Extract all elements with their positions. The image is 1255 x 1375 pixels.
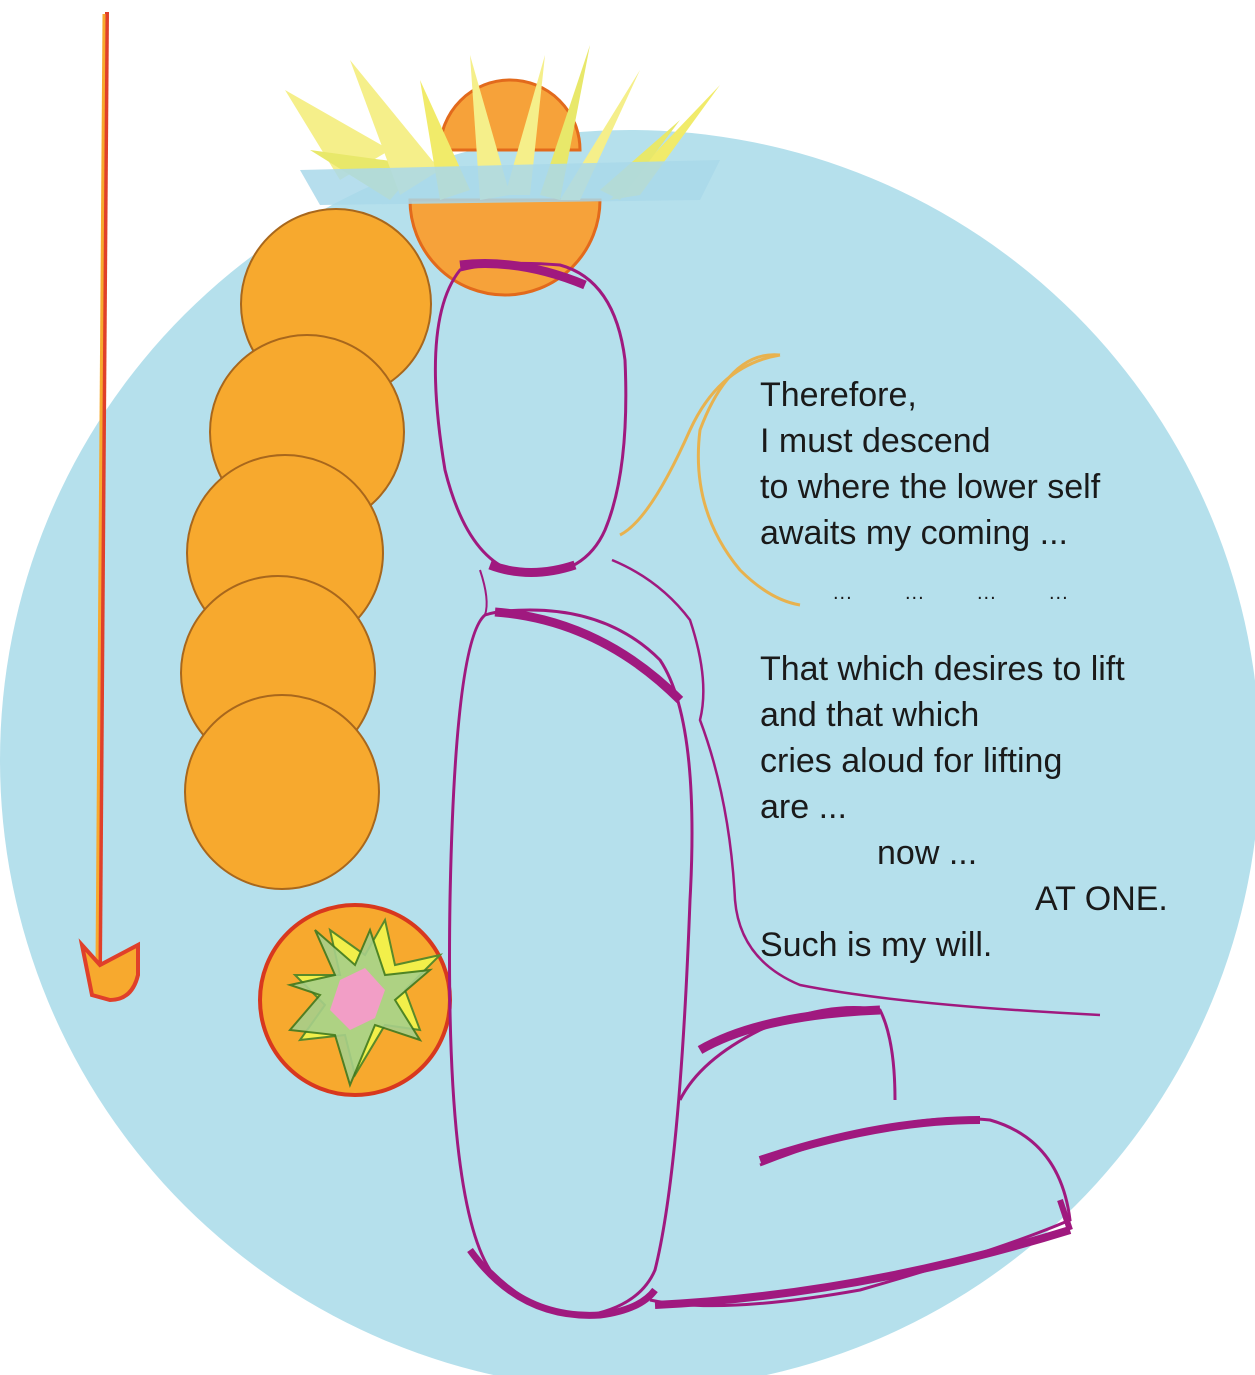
ellipsis-mark: ...	[1049, 570, 1069, 617]
flower-medallion	[260, 905, 450, 1095]
poem-line: and that which	[760, 692, 979, 739]
poem-line: Therefore,	[760, 372, 917, 419]
poem-line: cries aloud for lifting	[760, 738, 1062, 785]
orange-circle	[185, 695, 379, 889]
poem-line: That which desires to lift	[760, 646, 1125, 693]
poem-line: I must descend	[760, 418, 991, 465]
poem-line: awaits my coming ...	[760, 510, 1068, 557]
poem-line-closing: Such is my will.	[760, 922, 992, 969]
poem-line: are ...	[760, 784, 847, 831]
poem-line-at-one: AT ONE.	[1035, 876, 1168, 923]
poem-line-now: now ...	[877, 830, 977, 877]
background-disc	[0, 130, 1255, 1375]
poem-line: to where the lower self	[760, 464, 1100, 511]
ellipsis-mark: ...	[905, 570, 925, 617]
poem-block: Therefore, I must descend to where the l…	[0, 0, 19, 846]
ellipsis-mark: ...	[977, 570, 997, 617]
ellipsis-mark: ...	[833, 570, 853, 617]
